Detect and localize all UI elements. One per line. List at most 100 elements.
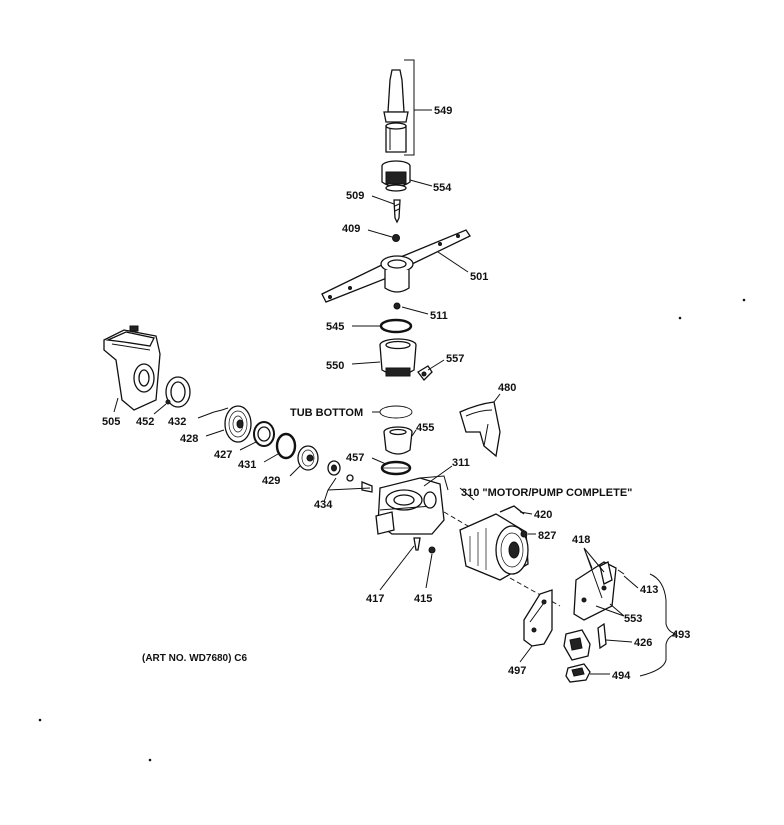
- callout-431: 431: [238, 459, 256, 471]
- part-549-spray-tower: [383, 69, 409, 153]
- leader-311: [423, 465, 453, 487]
- callout-557: 557: [446, 353, 464, 365]
- dash-pump-motor: [443, 511, 469, 527]
- leader-557: [427, 359, 445, 371]
- leader-501: [437, 251, 469, 273]
- callout-427: 427: [214, 449, 232, 461]
- leader-480: [493, 393, 501, 403]
- leader-428: [205, 429, 225, 437]
- part-505-housing: [103, 325, 161, 411]
- callout-429: 429: [262, 475, 280, 487]
- leader-310: [459, 487, 475, 501]
- leader-452: [153, 403, 167, 415]
- part-427: [253, 421, 275, 447]
- part-310-motor: [459, 513, 529, 581]
- leader-434: [323, 477, 371, 503]
- part-545-ring: [379, 318, 413, 334]
- leader-455: [411, 429, 417, 437]
- part-409: [392, 234, 400, 242]
- leader-550: [351, 361, 381, 365]
- callout-509: 509: [346, 190, 364, 202]
- callout-511: 511: [430, 310, 448, 322]
- leader-511: [401, 306, 429, 315]
- part-554: [381, 160, 411, 192]
- part-413: [599, 561, 625, 585]
- stray-dot: [38, 718, 42, 722]
- leader-427: [239, 441, 257, 451]
- callout-497: 497: [508, 665, 526, 677]
- leader-432: [197, 411, 215, 419]
- leader-509: [371, 195, 395, 205]
- part-420: [499, 505, 525, 515]
- part-480: [459, 401, 501, 458]
- leader-431: [263, 453, 279, 463]
- callout-426: 426: [634, 637, 652, 649]
- leader-415: [425, 553, 433, 589]
- part-426: [597, 622, 607, 650]
- part-455: [383, 426, 413, 455]
- part-557-clip: [417, 365, 433, 381]
- callout-455: 455: [416, 422, 434, 434]
- callout-409: 409: [342, 223, 360, 235]
- callout-550: 550: [326, 360, 344, 372]
- part-501-spray-arm: [321, 229, 471, 303]
- leader-420: [519, 511, 533, 515]
- leader-497: [519, 645, 533, 663]
- bracket-549: [404, 59, 415, 156]
- leader-457: [371, 457, 387, 465]
- callout-480: 480: [498, 382, 516, 394]
- art-number: (ART NO. WD7680) C6: [142, 653, 247, 664]
- callout-413: 413: [640, 584, 658, 596]
- part-415-screw: [428, 546, 436, 554]
- leader-429: [289, 465, 301, 477]
- part-417-screw: [413, 537, 421, 551]
- callout-428: 428: [180, 433, 198, 445]
- callout-494: 494: [612, 670, 631, 682]
- part-432-pin: [213, 407, 229, 413]
- callout-434: 434: [314, 499, 333, 511]
- callout-457: 457: [346, 452, 364, 464]
- callout-501: 501: [470, 271, 488, 283]
- leader-413: [623, 575, 639, 589]
- part-311-pump-housing: [375, 475, 449, 535]
- callout-827: 827: [538, 530, 556, 542]
- part-relay-block: [563, 629, 591, 661]
- part-550: [379, 338, 417, 377]
- part-497-bracket: [523, 589, 553, 647]
- leader-417: [379, 545, 415, 591]
- stray-dot: [678, 316, 682, 320]
- part-434: [327, 460, 373, 493]
- leader-409: [367, 229, 393, 238]
- callout-549: 549: [434, 105, 452, 117]
- leader-554: [409, 179, 433, 187]
- callout-417: 417: [366, 593, 384, 605]
- callout-310: 310 "MOTOR/PUMP COMPLETE": [461, 487, 632, 499]
- leader-505: [113, 397, 119, 413]
- callout-553: 553: [624, 613, 642, 625]
- callout-545: 545: [326, 321, 344, 333]
- callout-420: 420: [534, 509, 552, 521]
- callout-505: 505: [102, 416, 120, 428]
- callout-452: 452: [136, 416, 154, 428]
- callout-415: 415: [414, 593, 432, 605]
- tub-bottom-gasket: [379, 405, 413, 419]
- part-494: [565, 663, 591, 683]
- part-428-impeller: [224, 405, 252, 443]
- callout-432: 432: [168, 416, 186, 428]
- leader-426: [605, 639, 633, 643]
- tub-bottom-label: TUB BOTTOM: [290, 407, 363, 419]
- bracket-493: [639, 573, 677, 677]
- callout-418: 418: [572, 534, 590, 546]
- callout-311: 311: [452, 457, 470, 469]
- leader-418: [583, 547, 605, 599]
- part-511: [393, 302, 401, 310]
- stray-dot: [148, 758, 152, 762]
- part-827: [520, 530, 528, 538]
- dash-motor-bracket: [509, 577, 561, 607]
- part-509-screw: [393, 199, 401, 224]
- callout-493: 493: [672, 629, 690, 641]
- part-429: [297, 445, 319, 471]
- part-457: [380, 460, 412, 476]
